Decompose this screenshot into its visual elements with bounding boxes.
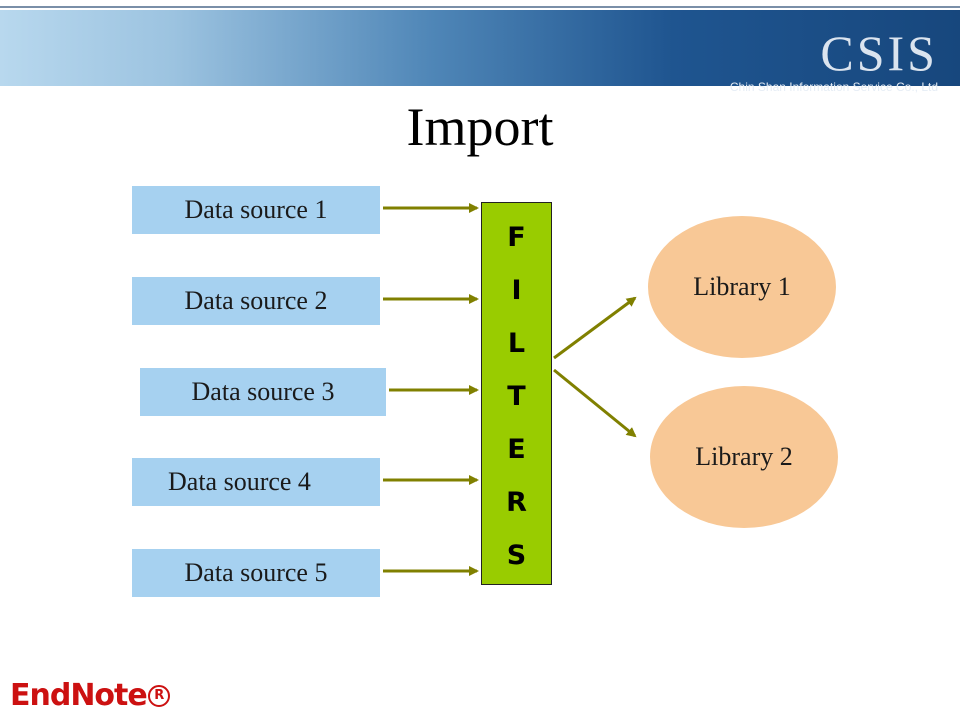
library-1: Library 1	[648, 216, 836, 358]
brand-subtitle: Chin Shan Information Service Co., Ltd	[729, 80, 938, 94]
slide-title: Import	[406, 97, 554, 157]
arrow-library-2	[553, 368, 637, 438]
data-source-2: Data source 2	[132, 277, 380, 325]
logo-text: EndNote	[10, 678, 148, 713]
filter-letter-f: F	[507, 222, 526, 253]
arrow-library-1	[553, 296, 637, 360]
header-banner: CSIS Chin Shan Information Service Co., …	[0, 10, 960, 94]
library-2: Library 2	[650, 386, 838, 528]
filter-letter-t: T	[507, 381, 526, 412]
data-source-1: Data source 1	[132, 186, 380, 234]
data-source-4: Data source 4	[132, 458, 380, 506]
data-source-3: Data source 3	[140, 368, 386, 416]
filter-letter-i: I	[511, 275, 522, 306]
filter-letter-l: L	[507, 328, 526, 359]
brand: CSIS Chin Shan Information Service Co., …	[730, 28, 938, 94]
registered-mark-icon: R	[147, 685, 170, 707]
filters-box: F I L T E R S	[481, 202, 552, 585]
filter-letter-r: R	[506, 487, 527, 518]
brand-name: CSIS	[820, 25, 938, 81]
filter-letter-s: S	[506, 540, 527, 571]
filter-letter-e: E	[507, 434, 526, 465]
top-rule	[0, 6, 960, 8]
data-source-5: Data source 5	[132, 549, 380, 597]
